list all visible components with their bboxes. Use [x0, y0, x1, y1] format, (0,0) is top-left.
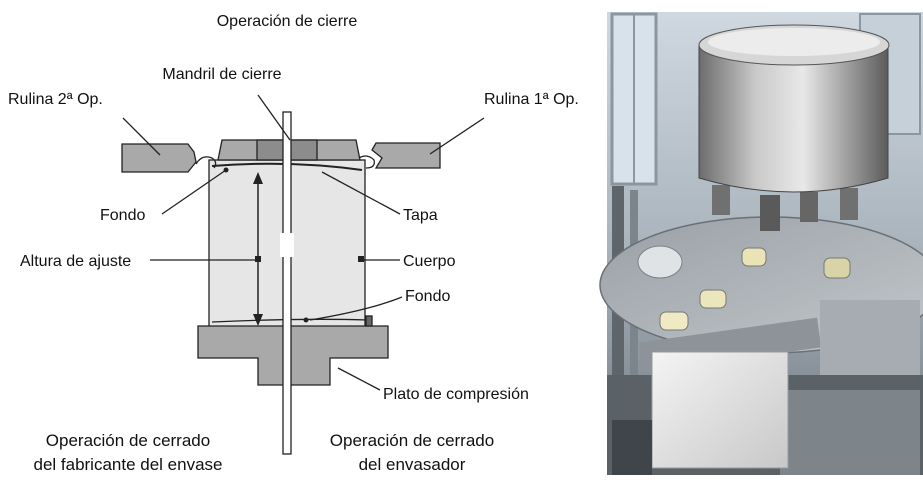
label-fondo-bottom: Fondo: [405, 288, 450, 305]
seaming-diagram: [121, 94, 485, 455]
label-mandril: Mandril de cierre: [162, 66, 281, 83]
caption-left-line1: Operación de cerrado: [46, 431, 210, 450]
first-operation-roller: [371, 142, 441, 169]
label-cuerpo: Cuerpo: [403, 253, 456, 270]
seam-left: [195, 156, 217, 169]
caption-right-line2: del envasador: [359, 455, 466, 474]
label-tapa: Tapa: [403, 207, 438, 224]
caption-right-line1: Operación de cerrado: [330, 431, 494, 450]
diagram-labels: Operación de cierre Mandril de cierre Ru…: [8, 13, 579, 474]
label-rulina-2: Rulina 2ª Op.: [8, 91, 103, 108]
seaming-machine-photo: [599, 12, 923, 475]
second-operation-roller: [121, 143, 197, 173]
compression-plate: [197, 325, 389, 386]
diagram-title: Operación de cierre: [217, 13, 358, 30]
seam-right: [355, 155, 375, 169]
label-fondo-top: Fondo: [100, 207, 145, 224]
label-rulina-1: Rulina 1ª Op.: [484, 91, 579, 108]
spindle-shaft: [282, 111, 292, 455]
caption-left-line2: del fabricante del envase: [33, 455, 222, 474]
bottom-end: [211, 318, 369, 323]
label-altura: Altura de ajuste: [20, 253, 131, 270]
label-plato: Plato de compresión: [383, 386, 529, 403]
